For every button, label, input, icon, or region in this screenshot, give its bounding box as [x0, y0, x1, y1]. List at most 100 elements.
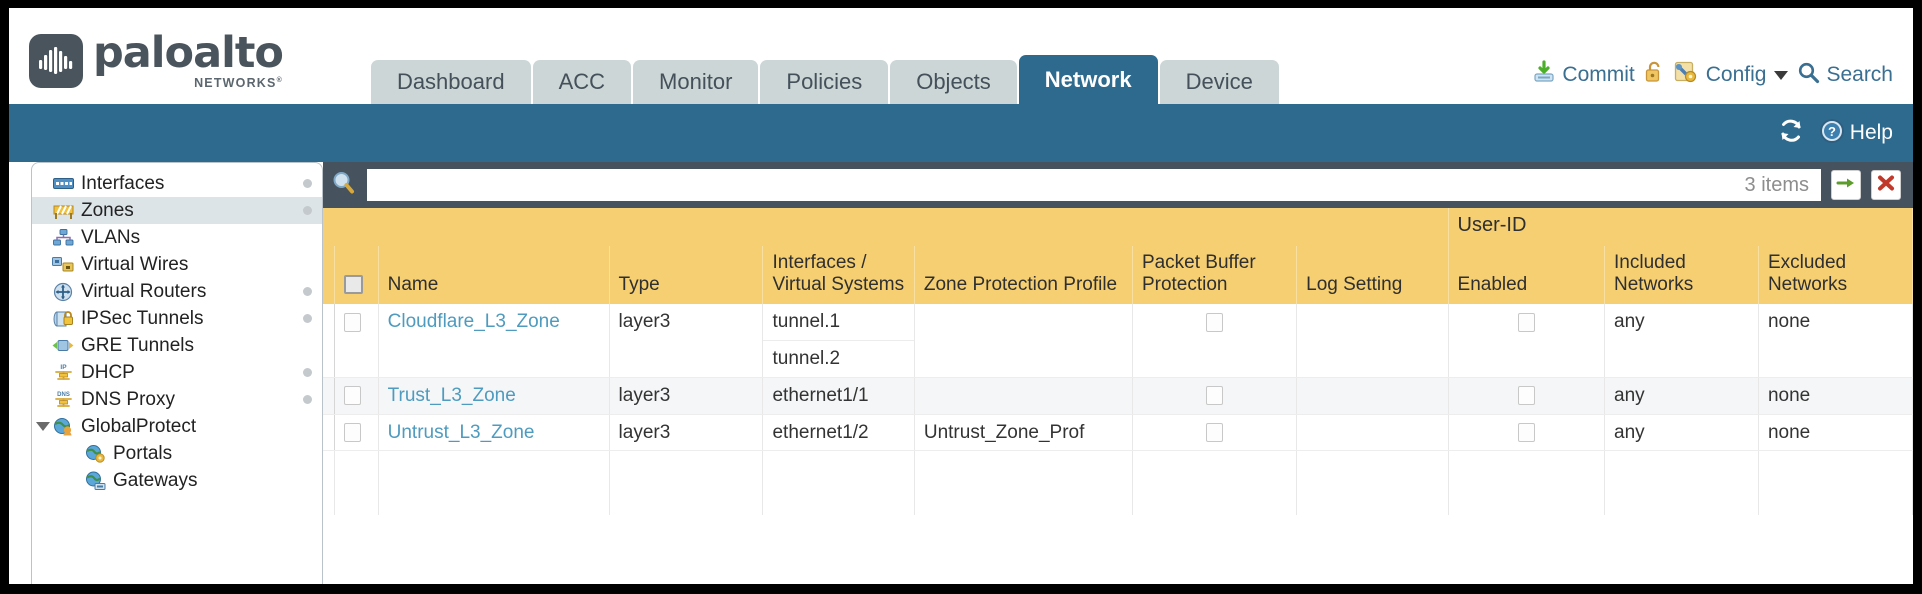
- sidebar-item-virtual-wires[interactable]: Virtual Wires: [32, 251, 322, 278]
- column-header-name[interactable]: Name: [378, 245, 610, 305]
- help-button[interactable]: ? Help: [1819, 118, 1893, 149]
- cell-type: layer3: [609, 377, 764, 415]
- row-checkbox[interactable]: [344, 423, 362, 443]
- row-gutter: [323, 304, 336, 378]
- search-button[interactable]: Search: [1797, 61, 1893, 90]
- status-dot: [303, 179, 312, 188]
- column-header-zone-protection-profile[interactable]: Zone Protection Profile: [914, 245, 1133, 305]
- row-checkbox[interactable]: [344, 386, 362, 406]
- expander-triangle-icon[interactable]: [36, 422, 50, 431]
- zone-link[interactable]: Cloudflare_L3_Zone: [387, 311, 560, 333]
- column-header-excluded-networks[interactable]: Excluded Networks: [1758, 245, 1913, 305]
- gre-tunnels-icon: [52, 337, 74, 355]
- cell-name[interactable]: Trust_L3_Zone: [378, 377, 610, 415]
- row-select-cell[interactable]: [334, 304, 379, 378]
- sidebar-item-globalprotect[interactable]: GlobalProtect: [32, 413, 322, 440]
- userid-enabled-checkbox[interactable]: [1517, 423, 1535, 443]
- column-header-included-networks[interactable]: Included Networks: [1604, 245, 1759, 305]
- userid-enabled-checkbox[interactable]: [1517, 312, 1535, 332]
- sidebar-label: GRE Tunnels: [81, 334, 194, 356]
- sidebar-item-interfaces[interactable]: Interfaces: [32, 170, 322, 197]
- main-body: Interfaces Zones VLANs Vir: [9, 162, 1913, 584]
- status-dot: [303, 314, 312, 323]
- interface-entry: tunnel.1: [763, 304, 914, 342]
- zones-table-container[interactable]: User-ID Name Type Interfaces / Virtual S…: [323, 208, 1913, 584]
- cell-zone-protection-profile: [914, 377, 1133, 415]
- sidebar-item-portals[interactable]: Portals: [32, 440, 322, 467]
- row-checkbox[interactable]: [344, 312, 362, 332]
- packet-buffer-protection-checkbox[interactable]: [1206, 312, 1224, 332]
- cell-included-networks: any: [1604, 414, 1759, 452]
- zone-link[interactable]: Trust_L3_Zone: [387, 384, 516, 406]
- apply-filter-button[interactable]: [1831, 170, 1861, 200]
- header-actions: Commit: [1532, 60, 1913, 104]
- commit-button[interactable]: Commit: [1532, 60, 1635, 90]
- cell-log-setting: [1296, 377, 1449, 415]
- sidebar-label: GlobalProtect: [81, 415, 197, 437]
- clear-filter-button[interactable]: [1871, 170, 1901, 200]
- cell-packet-buffer-protection[interactable]: [1132, 377, 1298, 415]
- table-row[interactable]: Untrust_L3_Zone layer3 ethernet1/2 Untru…: [323, 414, 1913, 452]
- search-input[interactable]: [367, 169, 1745, 201]
- cell-userid-enabled[interactable]: [1448, 414, 1606, 452]
- zone-link[interactable]: Untrust_L3_Zone: [387, 421, 535, 443]
- cell-name[interactable]: Cloudflare_L3_Zone: [378, 304, 610, 378]
- cell-name[interactable]: Untrust_L3_Zone: [378, 414, 610, 452]
- select-all-checkbox[interactable]: [344, 275, 364, 295]
- content-panel: 3 items: [323, 162, 1913, 584]
- packet-buffer-protection-checkbox[interactable]: [1206, 423, 1224, 443]
- search-magnifier-icon[interactable]: [331, 170, 357, 201]
- column-header-packet-buffer-protection[interactable]: Packet Buffer Protection: [1132, 245, 1298, 305]
- cell-userid-enabled[interactable]: [1448, 304, 1606, 378]
- refresh-button[interactable]: [1777, 118, 1805, 149]
- sidebar-label: DHCP: [81, 361, 135, 383]
- column-header-log-setting[interactable]: Log Setting: [1296, 245, 1449, 305]
- sidebar-item-dns-proxy[interactable]: DNS DNS Proxy: [32, 386, 322, 413]
- packet-buffer-protection-checkbox[interactable]: [1206, 386, 1224, 406]
- sidebar-item-zones[interactable]: Zones: [32, 197, 322, 224]
- search-field-wrapper[interactable]: 3 items: [367, 169, 1821, 201]
- gateways-globe-icon: [84, 471, 106, 490]
- sidebar-label: Portals: [113, 442, 173, 464]
- items-count-label: 3 items: [1744, 173, 1809, 196]
- column-header-enabled[interactable]: Enabled: [1448, 245, 1606, 305]
- row-select-cell[interactable]: [334, 414, 379, 452]
- status-dot: [303, 395, 312, 404]
- cell-packet-buffer-protection[interactable]: [1132, 414, 1298, 452]
- row-select-cell[interactable]: [334, 377, 379, 415]
- tab-network[interactable]: Network: [1018, 54, 1158, 104]
- sidebar-item-virtual-routers[interactable]: Virtual Routers: [32, 278, 322, 305]
- table-row[interactable]: Cloudflare_L3_Zone layer3 tunnel.1 tunne…: [323, 304, 1913, 378]
- sidebar-item-ipsec-tunnels[interactable]: IPSec Tunnels: [32, 305, 322, 332]
- tab-dashboard[interactable]: Dashboard: [370, 59, 531, 104]
- status-dot: [303, 206, 312, 215]
- cell-userid-enabled[interactable]: [1448, 377, 1606, 415]
- tab-objects[interactable]: Objects: [890, 59, 1017, 104]
- brand-logo[interactable]: paloalto NETWORKS®: [9, 32, 284, 104]
- tab-policies[interactable]: Policies: [760, 59, 889, 104]
- left-gutter-header: [323, 245, 336, 305]
- column-header-type[interactable]: Type: [609, 245, 764, 305]
- table-row[interactable]: Trust_L3_Zone layer3 ethernet1/1 any non…: [323, 377, 1913, 415]
- tab-device[interactable]: Device: [1159, 59, 1279, 104]
- sidebar-item-vlans[interactable]: VLANs: [32, 224, 322, 251]
- sidebar-nav: Interfaces Zones VLANs Vir: [31, 162, 323, 584]
- table-header-row: Name Type Interfaces / Virtual Systems Z…: [323, 245, 1913, 305]
- row-gutter: [323, 377, 336, 415]
- cell-interfaces: ethernet1/1: [762, 377, 915, 415]
- sidebar-item-gateways[interactable]: Gateways: [32, 467, 322, 494]
- chevron-down-icon: [1774, 70, 1789, 80]
- help-label: Help: [1849, 121, 1893, 144]
- column-header-interfaces[interactable]: Interfaces / Virtual Systems: [762, 245, 915, 305]
- search-magnifier-icon: [1797, 61, 1820, 90]
- sidebar-label: Gateways: [113, 469, 198, 491]
- config-menu[interactable]: Config: [1674, 60, 1789, 90]
- sidebar-item-dhcp[interactable]: IP DHCP: [32, 359, 322, 386]
- tab-acc[interactable]: ACC: [532, 59, 632, 104]
- sidebar-item-gre-tunnels[interactable]: GRE Tunnels: [32, 332, 322, 359]
- cell-packet-buffer-protection[interactable]: [1132, 304, 1298, 378]
- lock-button[interactable]: [1644, 60, 1665, 90]
- userid-enabled-checkbox[interactable]: [1517, 386, 1535, 406]
- tab-monitor[interactable]: Monitor: [633, 59, 759, 104]
